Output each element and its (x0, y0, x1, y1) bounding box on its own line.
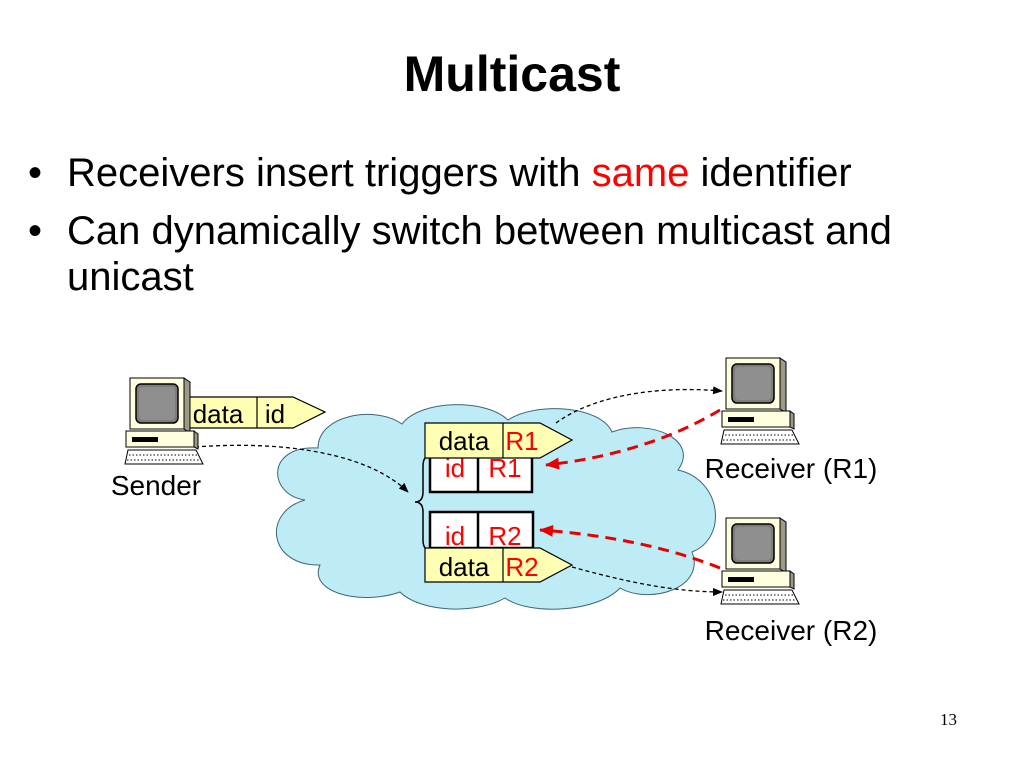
packet-r2-dest: R2 (505, 552, 538, 582)
bullet-item-1: • Receivers insert triggers with same id… (0, 150, 947, 196)
trigger-r1: id R1 (428, 453, 534, 494)
packet-r2-data: data (439, 552, 490, 582)
receiver-r1-label: Receiver (R1) (705, 453, 878, 484)
packet-r2-shape (424, 547, 574, 583)
receiver-r1-computer-graphic (720, 357, 800, 445)
receiver-r2-label: Receiver (R2) (705, 615, 878, 646)
bullet-list: • Receivers insert triggers with same id… (0, 150, 947, 312)
trigger-r1-box (428, 453, 534, 494)
packet-r2: data R2 (424, 547, 574, 583)
trigger-group-brace (414, 454, 433, 552)
trigger-r2: id R2 (428, 510, 535, 551)
sender-packet-id: id (265, 399, 285, 429)
packet-r1-shape (424, 422, 574, 459)
bullet-text-end: identifier (689, 151, 852, 195)
receiver-r2-computer-icon (720, 517, 800, 605)
sender-packet: data id (179, 396, 327, 429)
network-cloud (275, 404, 716, 610)
sender-label: Sender (111, 470, 201, 501)
receiver-r1-insert-trigger-arrow (545, 408, 721, 470)
bullet-text: Receivers insert triggers with same iden… (67, 151, 852, 195)
bullet-text-start: Receivers insert triggers with (67, 151, 592, 195)
sender-packet-data: data (193, 399, 244, 429)
highlight-word: same (591, 151, 690, 195)
bullet-item-2: • Can dynamically switch between multica… (0, 208, 947, 300)
packet-r2-to-receiver-arrow (571, 566, 723, 596)
receiver-r2-computer-graphic (720, 517, 800, 605)
packet-r1-to-receiver-arrow (555, 386, 723, 424)
trigger-r2-id: id (445, 521, 465, 551)
trigger-r1-id: id (445, 453, 465, 483)
page-number: 13 (940, 710, 957, 729)
packet-r1-dest: R1 (505, 426, 538, 456)
receiver-r1-computer-icon (720, 357, 800, 445)
packet-r1: data R1 (424, 422, 574, 459)
sender-to-triggers-arrow (194, 444, 409, 493)
bullet-marker: • (28, 151, 43, 195)
bullet-marker: • (28, 209, 43, 253)
trigger-r2-dest: R2 (488, 521, 521, 551)
bullet-text: Can dynamically switch between multicast… (67, 209, 892, 299)
packet-r1-data: data (439, 426, 490, 456)
receiver-r2-insert-trigger-arrow (539, 524, 721, 570)
slide-title: Multicast (403, 46, 621, 102)
